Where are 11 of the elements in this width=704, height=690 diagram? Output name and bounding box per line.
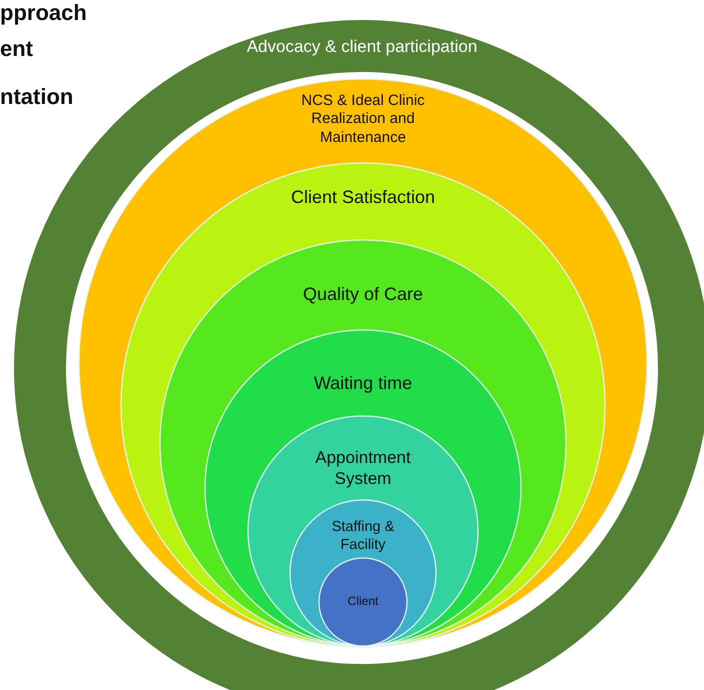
heading-fragment: pproach <box>0 0 87 26</box>
circle-label: Staffing & Facility <box>330 519 396 554</box>
circle-label: Appointment System <box>314 448 412 490</box>
circle-label: NCS & Ideal Clinic Realization and Maintenance <box>300 92 426 147</box>
circle-label: Client Satisfaction <box>290 187 436 209</box>
circle-label: Quality of Care <box>302 284 424 306</box>
circle-label: Client <box>346 594 380 609</box>
heading-fragment: ent <box>0 36 33 62</box>
circle-label: Waiting time <box>312 373 414 395</box>
circle-label: Advocacy & client participation <box>246 37 478 58</box>
heading-fragment: ntation <box>0 84 74 110</box>
